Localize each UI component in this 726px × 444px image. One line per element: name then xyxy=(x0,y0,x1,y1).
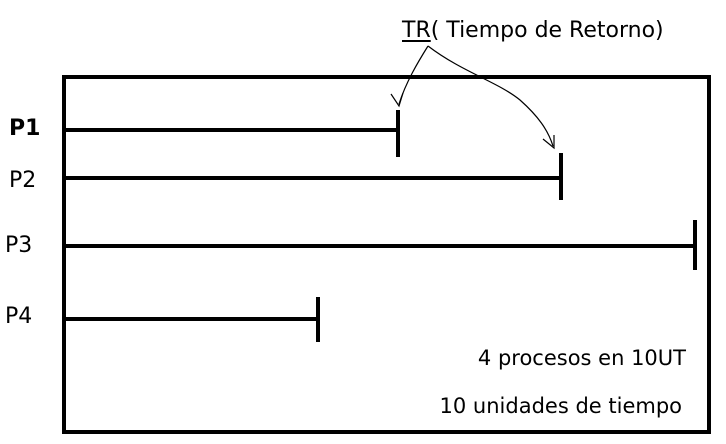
time-units-note: 10 unidades de tiempo xyxy=(439,394,682,418)
process-label-p1: P1 xyxy=(9,116,41,141)
turnaround-annotation: TR( Tiempo de Retorno) xyxy=(402,20,664,42)
tr-expansion: ( Tiempo de Retorno) xyxy=(430,18,664,43)
tr-arrow-to-p2-head xyxy=(542,135,555,150)
tr-abbreviation: TR xyxy=(402,18,431,43)
process-count-note: 4 procesos en 10UT xyxy=(477,346,686,370)
tr-arrow-to-p1-head xyxy=(390,92,404,108)
process-label-p4: P4 xyxy=(5,304,33,329)
tr-arrow-to-p2 xyxy=(427,45,554,147)
process-label-p2: P2 xyxy=(9,168,37,193)
process-label-p3: P3 xyxy=(5,233,33,258)
diagram-frame xyxy=(62,75,711,434)
